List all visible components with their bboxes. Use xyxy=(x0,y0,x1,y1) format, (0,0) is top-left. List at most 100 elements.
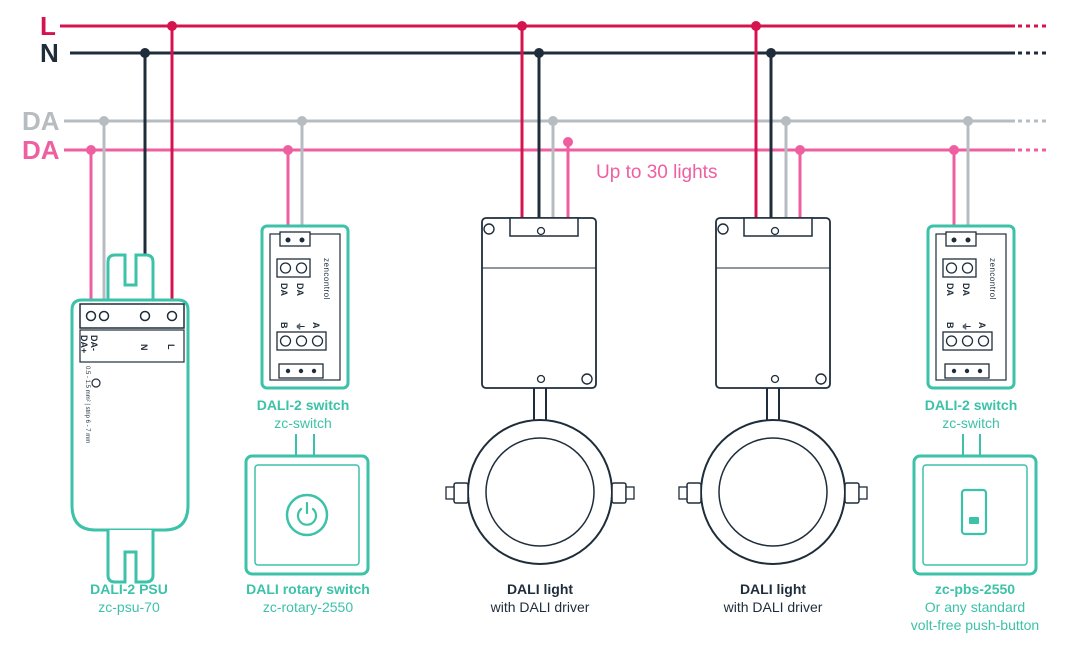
switch1-device: DA DA zencontrol B ⏚ A xyxy=(260,224,350,390)
terminal-screw xyxy=(311,335,324,347)
psu-device: DA- DA+ N L 0.5 - 1.5 mm² | strip 6 - 7 … xyxy=(70,253,190,584)
switch2-title: DALI-2 switch xyxy=(925,397,1018,413)
connector-pin xyxy=(964,368,970,374)
pushbutton-line2: volt-free push-button xyxy=(911,617,1039,633)
terminal-screw xyxy=(279,262,292,274)
psu-label-panel xyxy=(79,329,185,363)
psu-term-da-plus: DA+ xyxy=(79,335,89,353)
light2-driver-box xyxy=(715,217,831,389)
junction-dot xyxy=(548,116,558,126)
connector-pin xyxy=(977,368,983,374)
switch1-term-da1: DA xyxy=(279,283,289,296)
rotary-title: DALI rotary switch xyxy=(246,581,370,597)
light2-title: DALI light xyxy=(740,581,806,597)
connector-pin xyxy=(298,368,304,374)
junction-dot xyxy=(140,48,150,58)
connector-pin xyxy=(965,237,971,243)
light2-clip-right xyxy=(844,482,860,504)
light1-driver-box xyxy=(481,217,597,389)
junction-dot xyxy=(86,145,96,155)
light1-subtitle: with DALI driver xyxy=(490,599,590,615)
switch1-model: zc-switch xyxy=(274,415,332,431)
junction-dot xyxy=(283,145,293,155)
psu-model: zc-psu-70 xyxy=(98,599,160,615)
light1-clip-left-tab xyxy=(445,486,455,500)
switch2-brand: zencontrol xyxy=(988,258,997,300)
junction-dot xyxy=(297,116,307,126)
terminal-screw xyxy=(98,310,110,322)
connector-pin xyxy=(311,368,317,374)
psu-term-l: L xyxy=(166,344,176,350)
screw xyxy=(581,373,593,385)
screw xyxy=(770,374,780,384)
junction-dot xyxy=(963,116,973,126)
terminal-screw xyxy=(295,262,308,274)
switch1-top-connector xyxy=(279,231,311,247)
switch2-device: DA DA zencontrol B ⏚ A xyxy=(926,224,1016,390)
terminal-screw xyxy=(961,262,974,274)
pushbutton-device xyxy=(912,454,1038,576)
switch1-term-da2: DA xyxy=(295,283,305,296)
junction-dot xyxy=(751,21,761,31)
rotary-knob xyxy=(285,493,329,537)
psu-spec-text: 0.5 - 1.5 mm² | strip 6 - 7 mm xyxy=(84,366,90,443)
pushbutton-title: zc-pbs-2550 xyxy=(935,581,1015,597)
junction-dot xyxy=(517,21,527,31)
light2-clip-left-tab xyxy=(678,486,688,500)
rotary-switch-device xyxy=(244,454,370,576)
rotary-model: zc-rotary-2550 xyxy=(263,599,353,615)
switch2-model: zc-switch xyxy=(942,415,1000,431)
terminal-screw xyxy=(961,335,974,347)
junction-dot xyxy=(99,116,109,126)
psu-led xyxy=(91,378,101,388)
junction-dot xyxy=(167,21,177,31)
connector-pin xyxy=(299,237,305,243)
terminal-screw xyxy=(279,335,292,347)
light2-clip-right-tab xyxy=(858,486,868,500)
switch1-term-a: A xyxy=(311,322,321,329)
switch1-term-b: B xyxy=(279,322,289,329)
junction-dots xyxy=(86,21,973,155)
live-label: L xyxy=(40,11,56,41)
screw xyxy=(483,223,495,235)
light2-device xyxy=(678,217,868,565)
up-to-30-lights-note: Up to 30 lights xyxy=(596,162,717,183)
terminal-screw xyxy=(85,310,97,322)
switch2-term-da2: DA xyxy=(961,283,971,296)
light1-clip-left xyxy=(453,482,469,504)
terminal-screw xyxy=(945,262,958,274)
light2-subtitle: with DALI driver xyxy=(723,599,823,615)
connector-pin xyxy=(951,368,957,374)
psu-terminal-labels: DA- DA+ N L xyxy=(79,335,176,353)
screw xyxy=(770,226,780,236)
junction-dot xyxy=(949,145,959,155)
switch1-term-gnd: ⏚ xyxy=(295,322,305,331)
light1-lens xyxy=(485,437,595,547)
switch2-term-gnd: ⏚ xyxy=(961,322,971,331)
psu-top-tab xyxy=(106,253,155,304)
light2-lens xyxy=(718,437,828,547)
junction-dot xyxy=(781,116,791,126)
terminal-screw xyxy=(977,335,990,347)
connector-pin xyxy=(285,368,291,374)
psu-term-da-minus: DA- xyxy=(89,335,99,351)
screw xyxy=(536,226,546,236)
connector-pin xyxy=(285,237,291,243)
switch2-top-connector xyxy=(945,231,977,247)
light1-clip-right-tab xyxy=(625,486,635,500)
psu-title: DALI-2 PSU xyxy=(90,581,168,597)
light2-clip-left xyxy=(686,482,702,504)
switch1-title: DALI-2 switch xyxy=(257,397,350,413)
light1-device xyxy=(445,217,635,565)
connector-pin xyxy=(951,237,957,243)
psu-terminal-strip xyxy=(79,303,185,329)
light1-title: DALI light xyxy=(507,581,573,597)
psu-bottom-tab xyxy=(106,530,155,584)
switch1-inner xyxy=(269,233,341,381)
power-icon xyxy=(296,507,318,526)
light1-clip-right xyxy=(611,482,627,504)
neutral-label: N xyxy=(40,38,59,68)
terminal-screw xyxy=(166,310,178,322)
pushbutton-line1: Or any standard xyxy=(925,599,1025,615)
